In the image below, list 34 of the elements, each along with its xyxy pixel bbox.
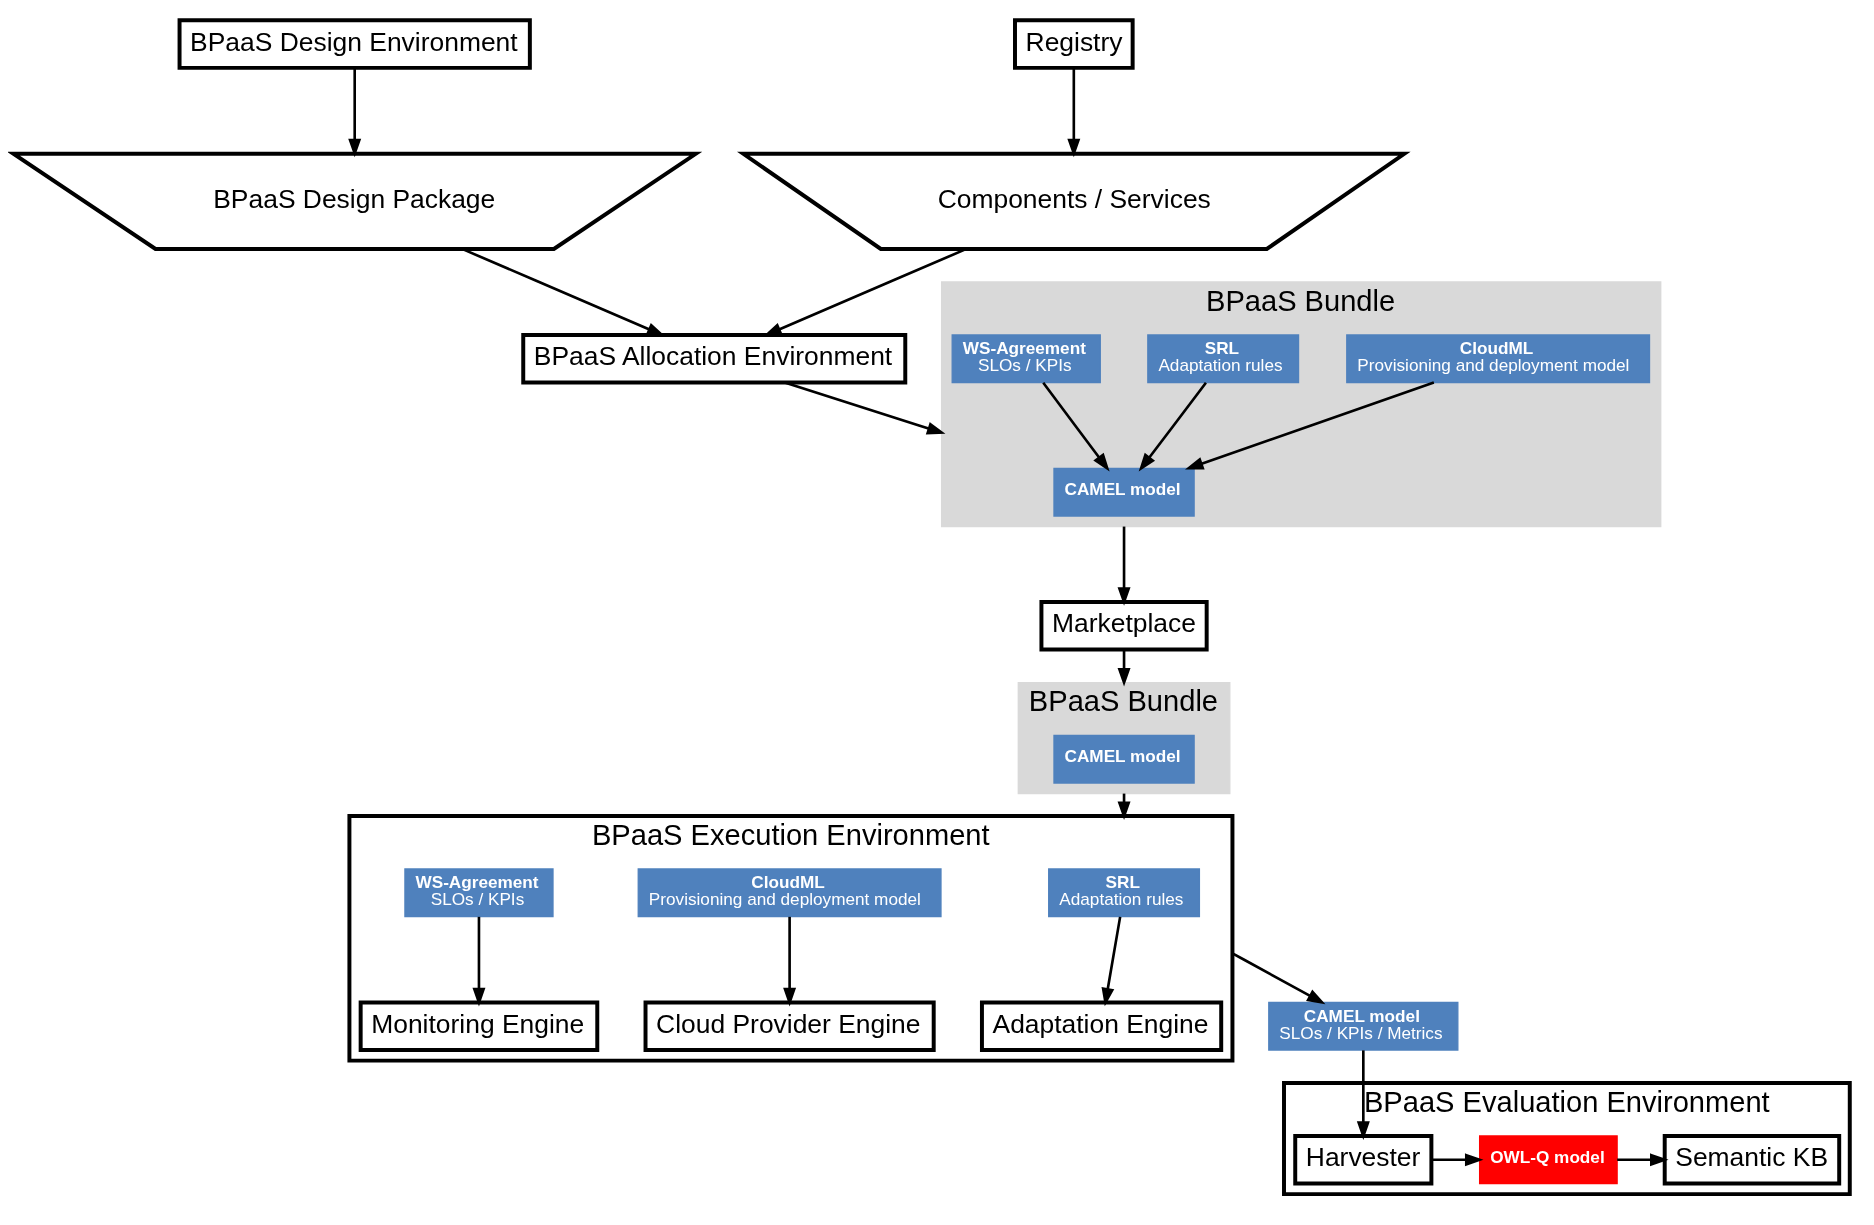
arrow <box>783 916 797 1007</box>
arrow <box>1117 526 1131 606</box>
node-box: CAMEL model SLOs / KPIs / Metrics <box>1268 1001 1459 1051</box>
arrow <box>1356 1050 1370 1140</box>
node-box: BPaaS Design Environment <box>177 18 532 70</box>
node-box: Marketplace <box>1039 599 1209 652</box>
arrow <box>1617 1153 1669 1167</box>
arrow <box>1117 649 1131 687</box>
arrow <box>1138 382 1207 472</box>
arrow <box>1067 67 1081 158</box>
arrow <box>348 67 362 158</box>
node-box: Monitoring Engine <box>358 1000 600 1053</box>
node-box: Adaptation Engine <box>979 1000 1224 1053</box>
node-box: Cloud Provider Engine <box>643 1000 936 1053</box>
arrow <box>1101 916 1122 1007</box>
node-box: Harvester <box>1293 1134 1434 1186</box>
node-box: CloudML Provisioning and deployment model <box>1346 334 1651 384</box>
arrow <box>784 381 946 435</box>
node-box: SRL Adaptation rules <box>1048 868 1201 918</box>
node-box: CloudML Provisioning and deployment model <box>637 868 942 918</box>
arrow <box>472 916 486 1007</box>
arrow <box>1231 952 1326 1005</box>
arrow <box>1185 381 1435 470</box>
node-box: WS-Agreement SLOs / KPIs <box>404 868 554 918</box>
arrow <box>1431 1153 1484 1167</box>
arrow <box>1042 382 1110 472</box>
node-box: CAMEL model <box>1053 734 1195 784</box>
node-box: BPaaS Allocation Environment <box>521 332 908 385</box>
node-box: SRL Adaptation rules <box>1147 334 1300 384</box>
node-box: OWL-Q model <box>1479 1135 1618 1185</box>
node-box: WS-Agreement SLOs / KPIs <box>951 334 1101 384</box>
node-box: Semantic KB <box>1662 1134 1842 1186</box>
node-box: Registry <box>1013 18 1135 70</box>
node-box: CAMEL model <box>1053 467 1195 517</box>
